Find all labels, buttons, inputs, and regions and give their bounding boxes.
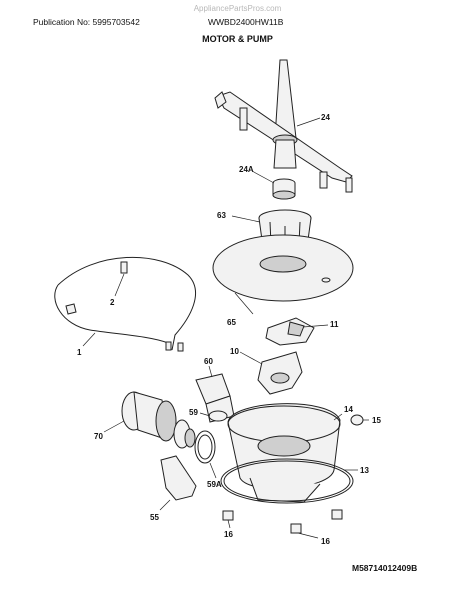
watermark: AppliancePartsPros.com [193,4,282,13]
model-number: WWBD2400HW11B [208,17,284,27]
part-65-filter-plate[interactable] [212,234,354,302]
part-13-gasket[interactable] [220,458,354,504]
part-70-motor[interactable] [121,391,196,449]
part-16-foot-right[interactable] [331,509,343,520]
part-15-cap[interactable] [350,414,364,426]
callout-70: 70 [94,432,103,441]
callout-16-left: 16 [224,530,233,539]
callout-24a: 24A [239,165,254,174]
callout-1: 1 [77,348,82,357]
callout-10: 10 [230,347,239,356]
callout-24: 24 [321,113,330,122]
callout-59: 59 [189,408,198,417]
callout-15: 15 [372,416,381,425]
part-24a-bearing-ring[interactable] [272,178,296,200]
callout-59a: 59A [207,480,222,489]
callout-2: 2 [110,298,115,307]
part-24-spray-arm[interactable] [214,59,353,193]
part-16-foot-center[interactable] [290,523,302,534]
publication-number: Publication No: 5995703542 [33,17,140,27]
part-1-heater-wire[interactable] [54,256,197,352]
part-16-foot-left[interactable] [222,510,234,521]
part-55-bracket[interactable] [160,455,197,501]
callout-13: 13 [360,466,369,475]
callout-60: 60 [204,357,213,366]
part-59a-o-ring[interactable] [194,430,216,464]
callout-55: 55 [150,513,159,522]
part-10-diverter-housing[interactable] [257,351,303,395]
part-2-clip[interactable] [65,261,128,315]
part-59-seal[interactable] [208,410,228,422]
diagram-title: MOTOR & PUMP [202,34,273,44]
document-number: M58714012409B [352,563,418,573]
callout-63: 63 [217,211,226,220]
part-14-sump[interactable] [227,403,341,503]
callout-16-right: 16 [321,537,330,546]
callout-65: 65 [227,318,236,327]
callout-14: 14 [344,405,353,414]
part-11-diverter-bracket[interactable] [265,317,315,346]
callout-11: 11 [330,320,339,329]
